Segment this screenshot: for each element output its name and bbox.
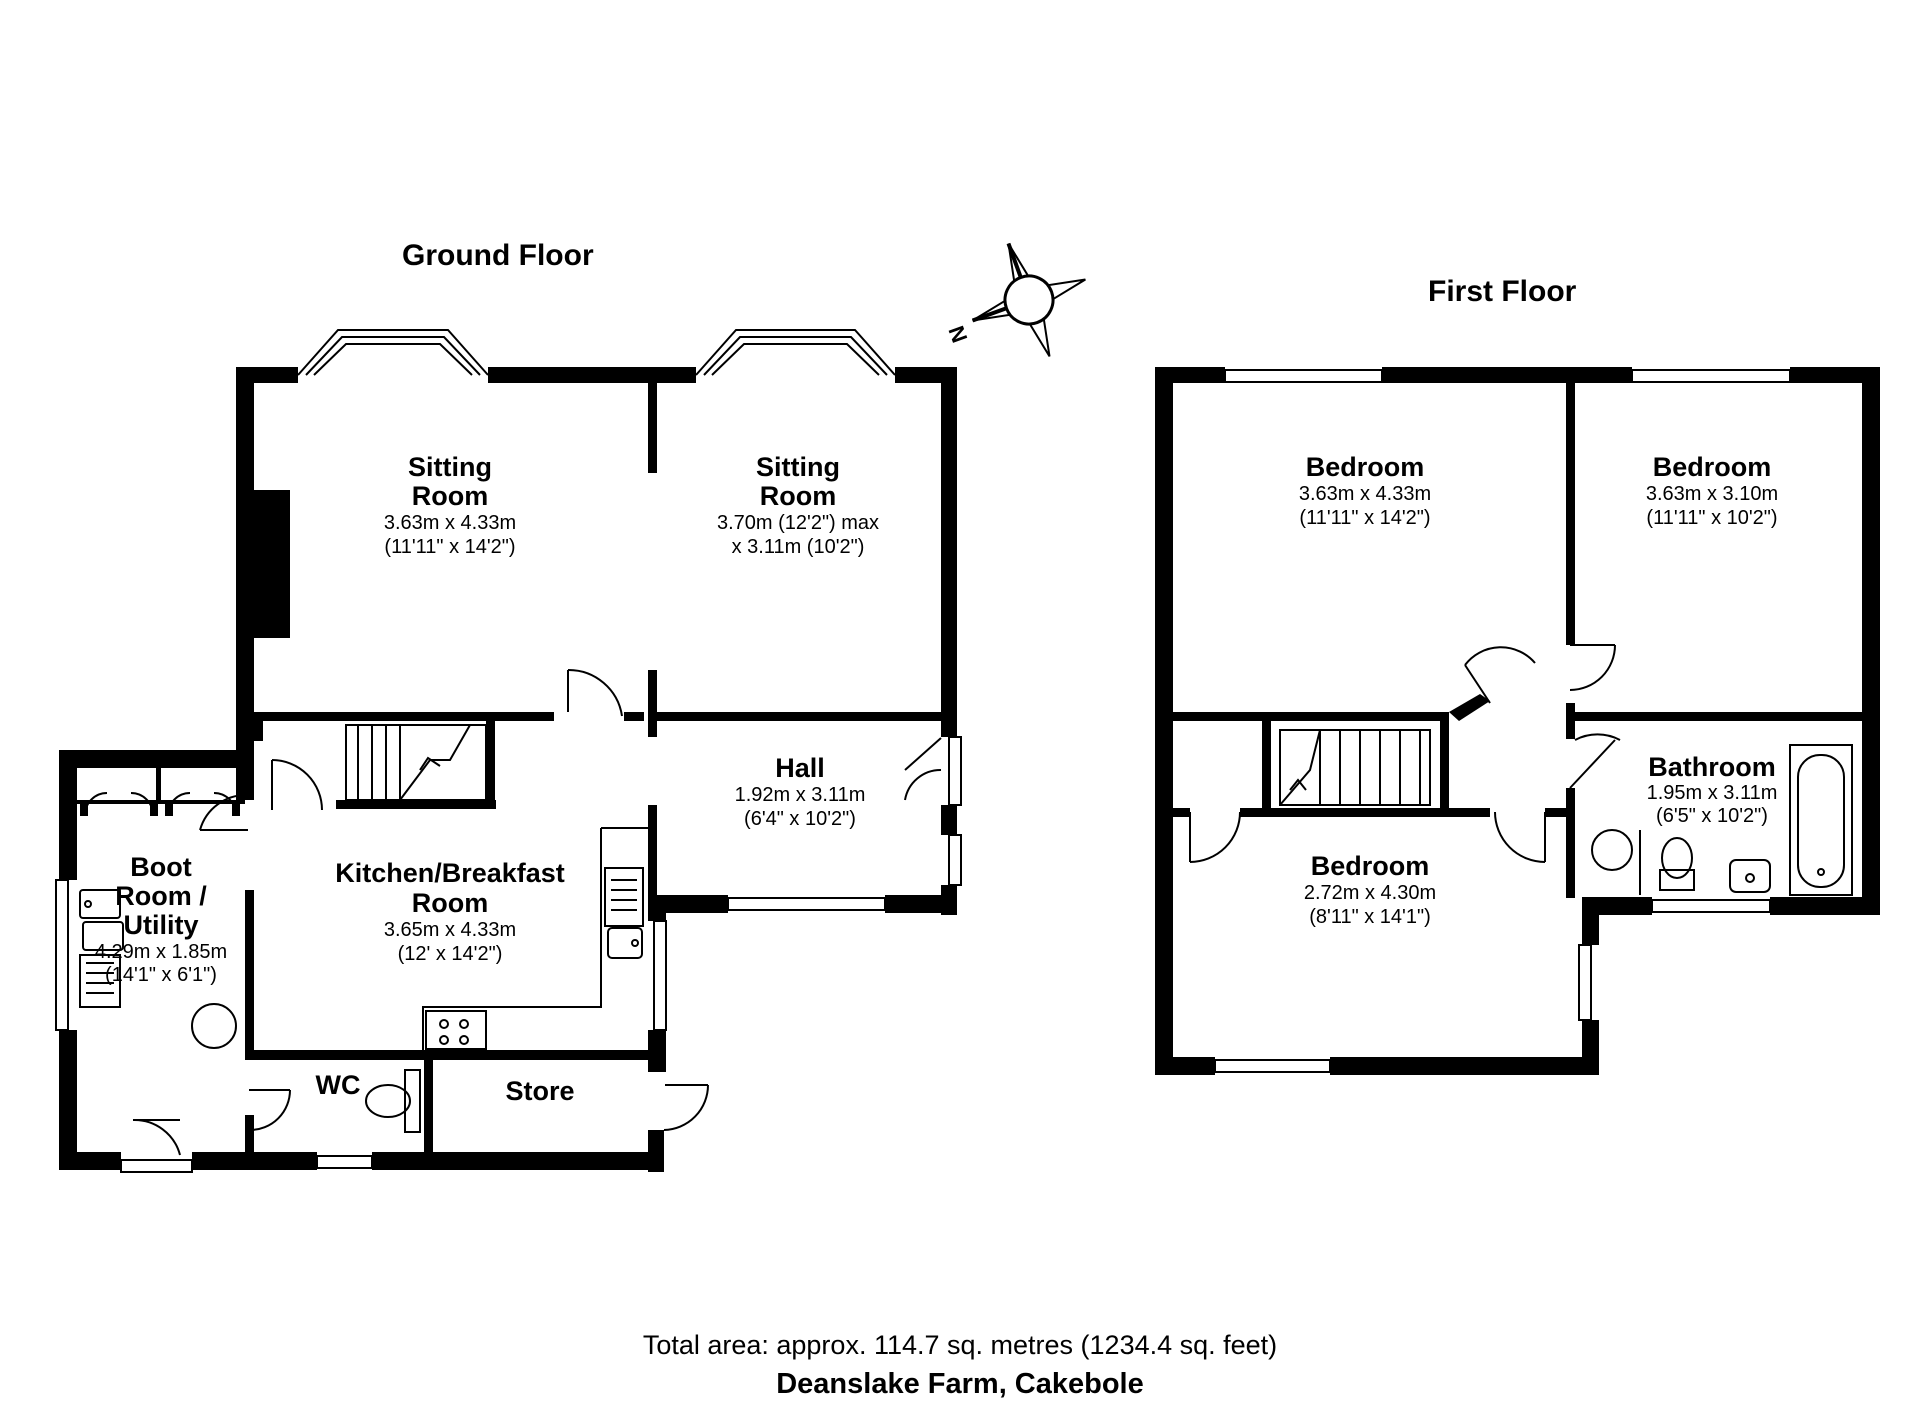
room-name: Room xyxy=(760,481,837,511)
room-dimensions-imperial: x 3.11m (10'2") xyxy=(732,536,865,558)
room-name: Room xyxy=(412,481,489,511)
ground-floor-plan: Ground Floor xyxy=(55,239,962,1173)
total-area-text: Total area: approx. 114.7 sq. metres (12… xyxy=(642,1330,1278,1360)
compass-rose-icon: N xyxy=(943,242,1086,357)
ground-floor-windows xyxy=(55,736,962,1173)
ground-floor-title: Ground Floor xyxy=(402,239,594,272)
room-name: Room xyxy=(412,888,489,918)
room-dimensions-imperial: (6'4" x 10'2") xyxy=(744,808,856,830)
room-dimensions-imperial: (11'11" x 14'2") xyxy=(1299,507,1430,529)
room-dimensions-metric: 3.63m x 3.10m xyxy=(1646,483,1778,505)
room-sitting-room-2: Sitting Room 3.70m (12'2") max x 3.11m (… xyxy=(717,452,879,558)
room-dimensions-metric: 3.70m (12'2") max xyxy=(717,512,879,534)
room-name: Sitting xyxy=(408,452,492,482)
room-sitting-room-1: Sitting Room 3.63m x 4.33m (11'11" x 14'… xyxy=(384,452,516,558)
room-dimensions-imperial: (12' x 14'2") xyxy=(398,943,503,965)
room-dimensions-metric: 3.63m x 4.33m xyxy=(1299,483,1431,505)
room-name: Sitting xyxy=(756,452,840,482)
ground-floor-staircase xyxy=(345,724,487,801)
room-dimensions-imperial: (11'11" x 14'2") xyxy=(384,536,515,558)
room-name: WC xyxy=(316,1070,361,1100)
room-dimensions-metric: 3.63m x 4.33m xyxy=(384,512,516,534)
room-name: Bedroom xyxy=(1311,851,1430,881)
first-floor-doors xyxy=(1189,644,1621,863)
room-name: Utility xyxy=(123,910,198,940)
room-boot-room-utility: Boot Room / Utility 4.29m x 1.85m (14'1"… xyxy=(95,852,227,986)
bathroom-fixtures xyxy=(1591,744,1853,896)
room-wc: WC xyxy=(316,1070,361,1100)
first-floor-walls xyxy=(1155,367,1880,1075)
room-bedroom-1: Bedroom 3.63m x 4.33m (11'11" x 14'2") xyxy=(1299,452,1431,529)
room-name: Hall xyxy=(775,753,825,783)
first-floor-windows xyxy=(1214,369,1791,1073)
room-dimensions-metric: 1.92m x 3.11m xyxy=(735,784,866,806)
room-dimensions-imperial: (14'1" x 6'1") xyxy=(105,964,217,986)
room-dimensions-metric: 3.65m x 4.33m xyxy=(384,919,516,941)
room-store: Store xyxy=(505,1076,574,1106)
room-name: Bedroom xyxy=(1306,452,1425,482)
first-floor-title: First Floor xyxy=(1428,275,1577,308)
room-dimensions-metric: 2.72m x 4.30m xyxy=(1304,882,1436,904)
kitchen-units xyxy=(79,827,648,1133)
property-address: Deanslake Farm, Cakebole xyxy=(776,1368,1144,1400)
room-kitchen-breakfast: Kitchen/Breakfast Room 3.65m x 4.33m (12… xyxy=(335,858,565,965)
room-hall: Hall 1.92m x 3.11m (6'4" x 10'2") xyxy=(735,753,866,830)
ground-floor-walls xyxy=(59,367,957,1172)
room-name: Kitchen/Breakfast xyxy=(335,858,565,888)
ground-floor-doors xyxy=(84,668,942,1156)
room-dimensions-metric: 4.29m x 1.85m xyxy=(95,941,227,963)
boot-room-cupboards xyxy=(77,768,245,816)
first-floor-staircase xyxy=(1279,729,1431,806)
room-name: Bedroom xyxy=(1653,452,1772,482)
room-name: Store xyxy=(505,1076,574,1106)
room-dimensions-metric: 1.95m x 3.11m xyxy=(1647,782,1778,804)
room-dimensions-imperial: (6'5" x 10'2") xyxy=(1656,805,1768,827)
room-bathroom: Bathroom 1.95m x 3.11m (6'5" x 10'2") xyxy=(1647,752,1778,827)
room-name: Bathroom xyxy=(1648,752,1776,782)
room-dimensions-imperial: (8'11" x 14'1") xyxy=(1309,906,1431,928)
room-bedroom-3: Bedroom 2.72m x 4.30m (8'11" x 14'1") xyxy=(1304,851,1436,928)
room-bedroom-2: Bedroom 3.63m x 3.10m (11'11" x 10'2") xyxy=(1646,452,1778,529)
bay-window-left xyxy=(297,329,489,376)
bay-window-right xyxy=(695,329,896,376)
first-floor-plan: First Floor xyxy=(1155,275,1880,1075)
room-name: Boot xyxy=(130,852,191,882)
room-dimensions-imperial: (11'11" x 10'2") xyxy=(1646,507,1777,529)
room-name: Room / xyxy=(115,881,207,911)
